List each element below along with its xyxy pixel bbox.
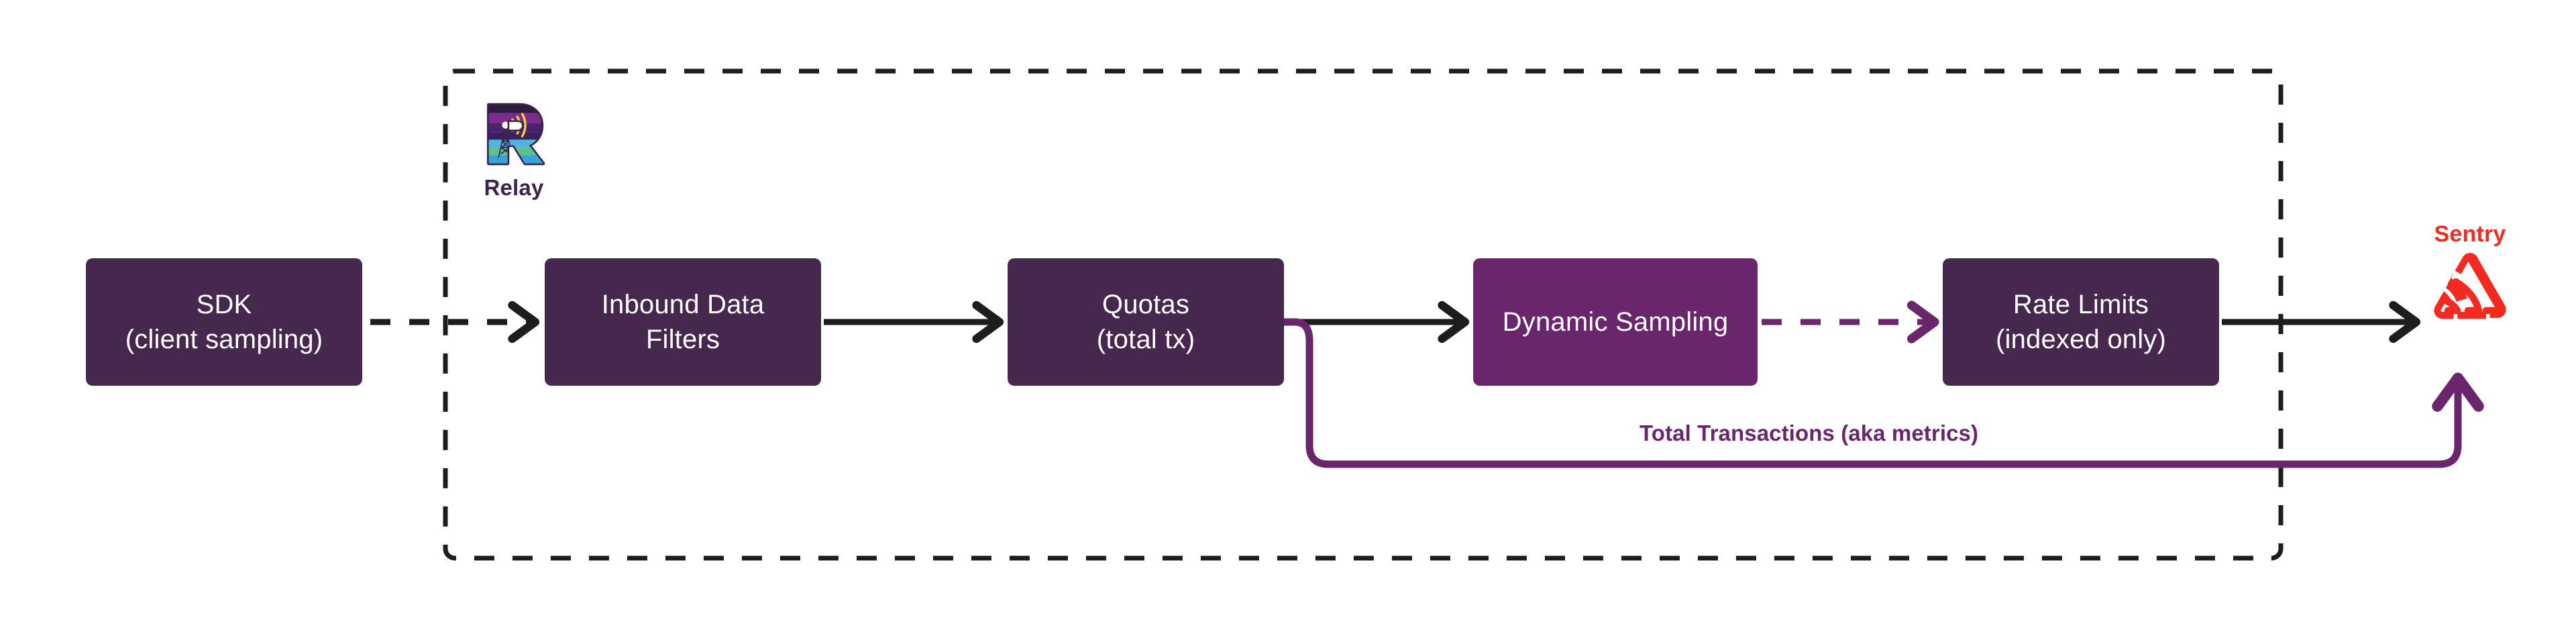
edge-label-total-transactions: Total Transactions (aka metrics) bbox=[1640, 421, 1979, 445]
edge-quotas-to-sentry-metrics bbox=[1280, 318, 2484, 468]
node-rate-limits[interactable]: Rate Limits (indexed only) bbox=[1943, 258, 2219, 386]
node-rate-limits-line2: (indexed only) bbox=[1995, 325, 2167, 354]
relay-badge: Relay bbox=[474, 99, 554, 201]
node-inbound-data-filters[interactable]: Inbound Data Filters bbox=[545, 258, 821, 386]
node-inbound-data-filters-line1: Inbound Data bbox=[601, 290, 765, 319]
node-dynamic-sampling-line1: Dynamic Sampling bbox=[1502, 307, 1729, 337]
sentry-badge: Sentry bbox=[2414, 221, 2526, 321]
node-sdk[interactable]: SDK (client sampling) bbox=[86, 258, 362, 386]
relay-tower-logo bbox=[486, 103, 545, 166]
node-sdk-line2: (client sampling) bbox=[125, 325, 323, 354]
node-dynamic-sampling[interactable]: Dynamic Sampling bbox=[1473, 258, 1758, 386]
node-rate-limits-line1: Rate Limits bbox=[2012, 290, 2149, 319]
relay-label: Relay bbox=[484, 175, 544, 200]
node-quotas-line2: (total tx) bbox=[1096, 325, 1195, 354]
relay-boundary bbox=[443, 68, 2284, 561]
sentry-logo bbox=[2434, 253, 2506, 319]
node-sdk-line1: SDK bbox=[196, 290, 252, 319]
node-quotas-line1: Quotas bbox=[1102, 290, 1190, 319]
node-inbound-data-filters-line2: Filters bbox=[645, 325, 720, 354]
sentry-label: Sentry bbox=[2434, 221, 2506, 247]
node-quotas[interactable]: Quotas (total tx) bbox=[1008, 258, 1284, 386]
